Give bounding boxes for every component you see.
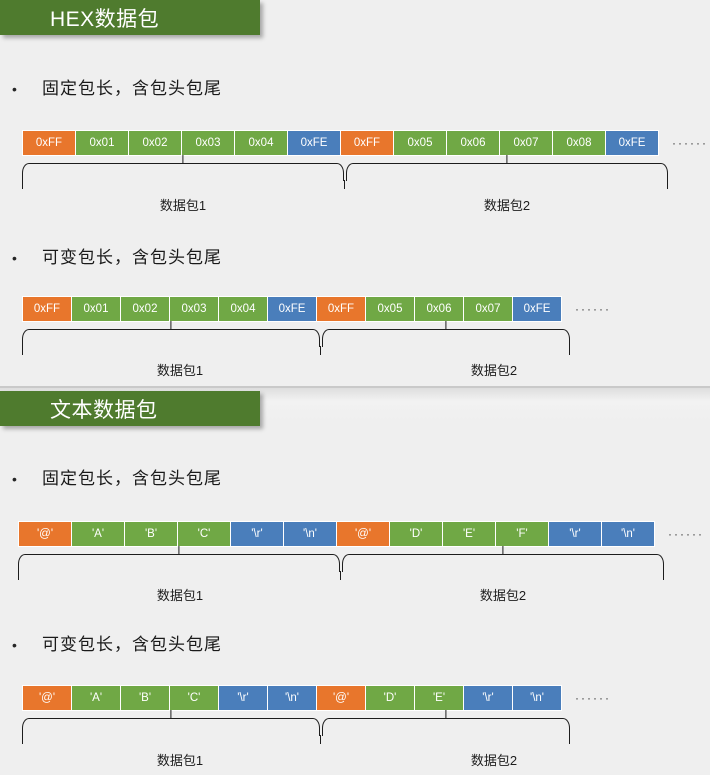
byte-cell: '\n' bbox=[512, 685, 562, 711]
byte-cell: 0xFE bbox=[605, 130, 659, 156]
packet-caption: 数据包2 bbox=[470, 753, 518, 768]
packet-caption: 数据包1 bbox=[159, 198, 207, 213]
byte-cell: 0x03 bbox=[181, 130, 235, 156]
bullet-hex-fixed: • 固定包长，含包头包尾 bbox=[12, 74, 222, 99]
bullet-label: 可变包长，含包头包尾 bbox=[42, 248, 222, 267]
byte-cell: '@' bbox=[22, 685, 72, 711]
slide-title-banner-text: 文本数据包 bbox=[0, 391, 260, 426]
bullet-label: 固定包长，含包头包尾 bbox=[42, 79, 222, 98]
byte-cell: 'B' bbox=[124, 521, 178, 547]
byte-cell: 0x08 bbox=[552, 130, 606, 156]
bullet-label: 固定包长，含包头包尾 bbox=[42, 469, 222, 488]
slide-title-text: 文本数据包 bbox=[50, 398, 158, 422]
byte-cell: 'B' bbox=[120, 685, 170, 711]
bullet-hex-variable: • 可变包长，含包头包尾 bbox=[12, 243, 222, 268]
packet-brace bbox=[22, 718, 320, 736]
byte-cell: 'C' bbox=[177, 521, 231, 547]
packet-brace bbox=[322, 718, 570, 736]
packet-caption: 数据包2 bbox=[470, 363, 518, 378]
byte-cell: 0x05 bbox=[393, 130, 447, 156]
bullet-marker-icon: • bbox=[12, 637, 17, 653]
byte-cell: '\r' bbox=[463, 685, 513, 711]
byte-cell: 0x07 bbox=[499, 130, 553, 156]
continuation-ellipsis: ······ bbox=[575, 302, 611, 316]
byte-cell: 0x07 bbox=[463, 296, 513, 322]
slide-title-banner-hex: HEX数据包 bbox=[0, 0, 260, 35]
byte-cell: '\n' bbox=[283, 521, 337, 547]
byte-strip-hex-variable: 0xFF 0x01 0x02 0x03 0x04 0xFE 0xFF 0x05 … bbox=[22, 296, 611, 322]
packet-caption: 数据包2 bbox=[483, 198, 531, 213]
byte-cell: 0x06 bbox=[446, 130, 500, 156]
byte-cell: 0xFE bbox=[267, 296, 317, 322]
byte-cell: 0x04 bbox=[218, 296, 268, 322]
bullet-text-fixed: • 固定包长，含包头包尾 bbox=[12, 464, 222, 489]
slide-hex bbox=[0, 0, 710, 387]
continuation-ellipsis: ······ bbox=[575, 691, 611, 705]
packet-brace bbox=[18, 554, 340, 572]
slide-title-hex: HEX数据包 bbox=[50, 7, 160, 31]
byte-strip-text-fixed: '@' 'A' 'B' 'C' '\r' '\n' '@' 'D' 'E' 'F… bbox=[18, 521, 704, 547]
byte-cell: 0xFF bbox=[22, 130, 76, 156]
packet-braces-hex-fixed bbox=[22, 163, 672, 189]
byte-cell: 0x05 bbox=[365, 296, 415, 322]
byte-cell: 'E' bbox=[414, 685, 464, 711]
byte-cell: 'A' bbox=[71, 685, 121, 711]
bullet-marker-icon: • bbox=[12, 471, 17, 487]
byte-cell: '@' bbox=[316, 685, 366, 711]
bullet-marker-icon: • bbox=[12, 250, 17, 266]
byte-cell: 0xFE bbox=[512, 296, 562, 322]
bullet-label: 可变包长，含包头包尾 bbox=[42, 635, 222, 654]
byte-cell: 'E' bbox=[442, 521, 496, 547]
byte-cell: '\n' bbox=[601, 521, 655, 547]
byte-cell: 'F' bbox=[495, 521, 549, 547]
byte-cell: '\r' bbox=[218, 685, 268, 711]
packet-brace bbox=[346, 163, 668, 181]
packet-caption: 数据包2 bbox=[479, 588, 527, 603]
byte-cell: 'D' bbox=[365, 685, 415, 711]
packet-braces-text-variable bbox=[22, 718, 622, 744]
packet-braces-hex-variable bbox=[22, 329, 622, 355]
packet-caption: 数据包1 bbox=[156, 588, 204, 603]
continuation-ellipsis: ······ bbox=[668, 527, 704, 541]
byte-cell: '\r' bbox=[548, 521, 602, 547]
byte-strip-hex-fixed: 0xFF 0x01 0x02 0x03 0x04 0xFE 0xFF 0x05 … bbox=[22, 130, 708, 156]
packet-brace bbox=[22, 329, 320, 347]
packet-brace bbox=[342, 554, 664, 572]
byte-cell: 0xFF bbox=[316, 296, 366, 322]
byte-cell: 'C' bbox=[169, 685, 219, 711]
byte-cell: 0xFF bbox=[340, 130, 394, 156]
packet-braces-text-fixed bbox=[18, 554, 668, 580]
bullet-marker-icon: • bbox=[12, 81, 17, 97]
packet-caption: 数据包1 bbox=[156, 363, 204, 378]
byte-cell: 0xFE bbox=[287, 130, 341, 156]
byte-cell: 0x02 bbox=[120, 296, 170, 322]
byte-cell: 'A' bbox=[71, 521, 125, 547]
slide-divider bbox=[0, 386, 710, 388]
packet-caption: 数据包1 bbox=[156, 753, 204, 768]
byte-cell: 0x03 bbox=[169, 296, 219, 322]
byte-strip-text-variable: '@' 'A' 'B' 'C' '\r' '\n' '@' 'D' 'E' '\… bbox=[22, 685, 611, 711]
byte-cell: 0x04 bbox=[234, 130, 288, 156]
bullet-text-variable: • 可变包长，含包头包尾 bbox=[12, 630, 222, 655]
byte-cell: 0xFF bbox=[22, 296, 72, 322]
byte-cell: '@' bbox=[336, 521, 390, 547]
continuation-ellipsis: ······ bbox=[672, 136, 708, 150]
byte-cell: '\r' bbox=[230, 521, 284, 547]
byte-cell: 'D' bbox=[389, 521, 443, 547]
packet-brace bbox=[322, 329, 570, 347]
byte-cell: '@' bbox=[18, 521, 72, 547]
byte-cell: 0x01 bbox=[71, 296, 121, 322]
slide-text bbox=[0, 387, 710, 775]
byte-cell: '\n' bbox=[267, 685, 317, 711]
byte-cell: 0x06 bbox=[414, 296, 464, 322]
byte-cell: 0x01 bbox=[75, 130, 129, 156]
packet-brace bbox=[22, 163, 344, 181]
byte-cell: 0x02 bbox=[128, 130, 182, 156]
